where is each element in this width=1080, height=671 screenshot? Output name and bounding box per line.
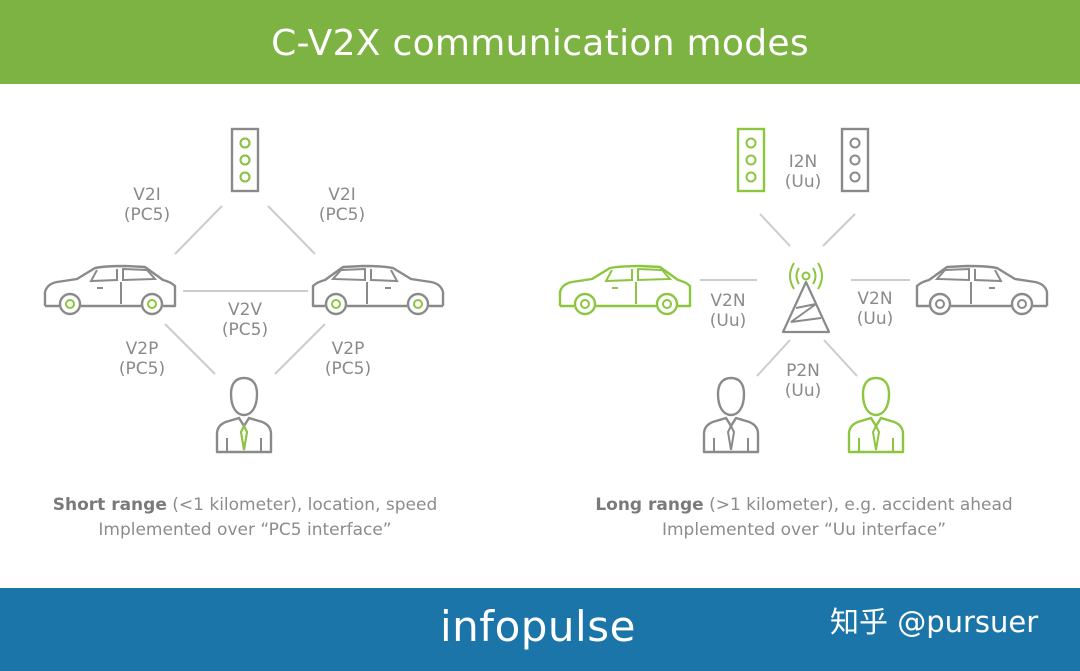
car-icon <box>311 264 445 316</box>
label-text: V2V <box>227 300 263 320</box>
caption-rest: (>1 kilometer), e.g. accident ahead <box>703 495 1013 515</box>
label-interface: (PC5) <box>118 359 166 379</box>
label-v2n-left: V2N (Uu) <box>710 291 746 331</box>
label-interface: (Uu) <box>856 309 894 329</box>
diagram-area: V2I (PC5) V2I (PC5) V2V (PC5) V2P (PC5) … <box>0 84 1080 588</box>
label-v2v: V2V (PC5) <box>222 300 268 340</box>
traffic-light-lamps <box>239 137 251 183</box>
caption-line-2: Implemented over “PC5 interface” <box>98 520 392 540</box>
label-text: V2I <box>133 185 161 205</box>
label-text: P2N <box>786 361 820 381</box>
page-title: C-V2X communication modes <box>271 23 809 64</box>
label-interface: (PC5) <box>123 205 171 225</box>
header-bar <box>0 0 1080 84</box>
person-icon <box>215 376 273 454</box>
label-p2n: P2N (Uu) <box>785 361 821 401</box>
label-v2p-right: V2P (PC5) <box>325 339 371 379</box>
caption-bold: Short range <box>52 495 167 515</box>
diagram-graphics <box>43 127 1049 454</box>
car-icon <box>915 264 1049 316</box>
cell-tower-icon <box>781 262 831 334</box>
caption-bold: Long range <box>595 495 704 515</box>
long-range-links <box>700 213 910 377</box>
label-interface: (PC5) <box>324 359 372 379</box>
label-v2p-left: V2P (PC5) <box>119 339 165 379</box>
brand-logo: infopulse <box>440 602 636 651</box>
footer-bar <box>0 588 1080 671</box>
label-v2n-right: V2N (Uu) <box>857 289 893 329</box>
label-text: V2P <box>331 339 365 359</box>
traffic-light-icon <box>736 127 766 193</box>
caption-short-range: Short range (<1 kilometer), location, sp… <box>53 493 438 543</box>
label-i2n: I2N (Uu) <box>785 152 821 192</box>
car-icon <box>43 264 177 316</box>
label-interface: (PC5) <box>221 320 269 340</box>
short-range-links <box>164 205 326 375</box>
car-icon <box>558 264 692 316</box>
caption-line-1: Short range (<1 kilometer), location, sp… <box>53 493 438 518</box>
label-text: I2N <box>788 152 818 172</box>
traffic-light-icon <box>840 127 870 193</box>
person-icon <box>702 376 760 454</box>
caption-long-range: Long range (>1 kilometer), e.g. accident… <box>595 493 1012 543</box>
caption-line-1: Long range (>1 kilometer), e.g. accident… <box>595 493 1012 518</box>
person-icon <box>847 376 905 454</box>
label-text: V2N <box>710 291 746 311</box>
caption-rest: (<1 kilometer), location, speed <box>166 495 438 515</box>
caption-line-2: Implemented over “Uu interface” <box>661 520 947 540</box>
label-interface: (PC5) <box>318 205 366 225</box>
label-text: V2N <box>857 289 893 309</box>
label-text: V2I <box>328 185 356 205</box>
label-interface: (Uu) <box>784 381 822 401</box>
watermark: 知乎 @pursuer <box>830 605 1039 639</box>
label-interface: (Uu) <box>709 311 747 331</box>
label-v2i-left: V2I (PC5) <box>124 185 170 225</box>
label-v2i-right: V2I (PC5) <box>319 185 365 225</box>
label-text: V2P <box>125 339 159 359</box>
label-interface: (Uu) <box>784 172 822 192</box>
